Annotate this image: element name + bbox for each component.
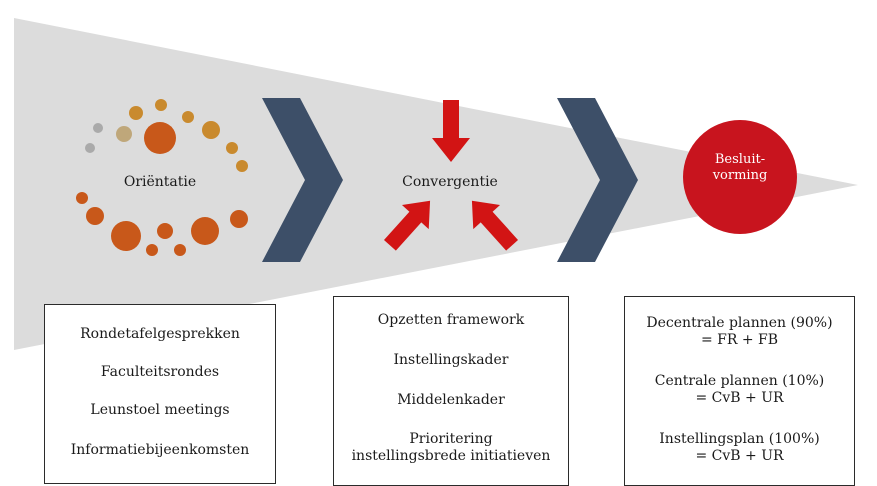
dot [85,143,95,153]
decision-circle [683,120,797,234]
besluitvorming-label: Besluit- vorming [684,152,796,184]
list-item-line1: Centrale plannen (10%) [654,373,825,389]
list-item-line1: Prioritering [409,431,493,447]
list-item: Informatiebijeenkomsten [70,442,250,458]
list-item: Leunstoel meetings [90,402,230,418]
dot [230,210,248,228]
list-item: Faculteitsrondes [100,364,220,380]
orientatie-box: Rondetafelgesprekken Faculteitsrondes Le… [44,304,276,484]
dot [93,123,103,133]
dot [191,217,219,245]
convergentie-box: Opzetten framework Instellingskader Midd… [333,296,569,486]
dot [157,223,173,239]
dot [174,244,186,256]
dot [236,160,248,172]
funnel-shape [14,18,858,350]
list-item-line2: = CvB + UR [695,390,784,406]
list-item: Middelenkader [397,392,505,408]
list-item-line1: Decentrale plannen (90%) [646,315,833,331]
besluitvorming-label-line2: vorming [712,168,768,183]
chevron-right-icon [557,98,638,262]
list-item: Opzetten framework [377,312,525,328]
orientatie-label: Oriëntatie [123,174,197,190]
list-item-line2: = FR + FB [700,332,779,348]
dot [155,99,167,111]
orientation-dots [76,99,248,256]
dot [76,192,88,204]
besluitvorming-box: Decentrale plannen (90%) = FR + FB Centr… [624,296,855,486]
list-item-line1: Instellingsplan (100%) [659,431,820,447]
list-item-line2: = CvB + UR [695,448,784,464]
diagram: Oriëntatie Convergentie Besluit- vorming… [14,18,858,486]
arrow-up-right-icon [383,200,431,251]
dot [182,111,194,123]
dot [202,121,220,139]
dot [111,221,141,251]
arrow-down-icon [432,100,470,162]
dot [86,207,104,225]
besluitvorming-label-line1: Besluit- [714,152,766,167]
convergentie-label: Convergentie [402,174,498,190]
dot [144,122,176,154]
dot [116,126,132,142]
dot [146,244,158,256]
list-item-line2: instellingsbrede initiatieven [351,448,551,464]
chevron-right-icon [262,98,343,262]
dot [226,142,238,154]
dot [129,106,143,120]
list-item: Rondetafelgesprekken [80,326,240,342]
arrow-up-left-icon [471,200,519,251]
list-item: Instellingskader [393,352,509,368]
diagram-graphics [14,18,858,350]
